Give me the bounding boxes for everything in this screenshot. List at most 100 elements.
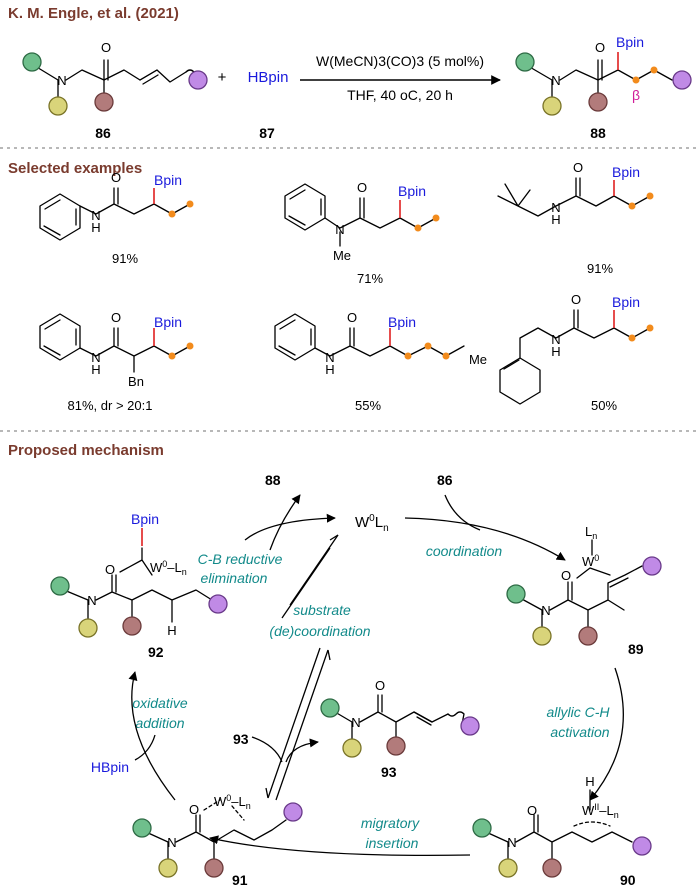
arrow-90-to-91: [209, 835, 471, 857]
mechanism-header: Proposed mechanism: [8, 442, 164, 459]
svg-text:W0–Ln: W0–Ln: [150, 559, 187, 577]
compound-93: O N: [320, 678, 480, 758]
hbpin-reagent: HBpin: [248, 69, 289, 86]
arrow-91-to-92: [128, 671, 176, 801]
svg-text:N: N: [91, 350, 100, 365]
svg-text:H: H: [91, 220, 100, 235]
svg-text:O: O: [571, 292, 581, 307]
label-mech-88: 88: [265, 472, 281, 488]
conditions-solvent: THF, 40 oC, 20 h: [347, 87, 453, 103]
equilibrium-lower-1: [267, 647, 321, 799]
examples-header: Selected examples: [8, 160, 142, 177]
svg-text:O: O: [527, 803, 537, 818]
step-migratory-1: migratory: [361, 815, 420, 831]
example-2: O N Me Bpin: [284, 180, 440, 263]
equilibrium-up: [289, 534, 339, 606]
arrow-89-to-90: [589, 667, 624, 801]
example-5: O N H Me Bpin: [274, 310, 487, 377]
arrow-86-in: [444, 494, 481, 531]
equilibrium-lower-2: [275, 649, 329, 801]
svg-text:Bpin: Bpin: [154, 314, 182, 330]
step-oxidative-2: addition: [135, 715, 184, 731]
label-91: 91: [232, 872, 248, 888]
svg-text:H: H: [585, 774, 594, 789]
svg-text:N: N: [335, 222, 344, 237]
plus-sign: +: [218, 69, 227, 86]
step-coordination: coordination: [426, 543, 502, 559]
label-86: 86: [95, 125, 111, 141]
catalyst-w0ln: W0Ln: [355, 513, 389, 534]
product-88: N O Bpin β: [515, 34, 692, 116]
complex-89: O N Ln W0: [506, 524, 662, 646]
example-4: O N H Bn Bpin: [39, 310, 194, 389]
arrow-hbpin-in: [134, 734, 156, 761]
step-oxidative-1: oxidative: [132, 695, 187, 711]
svg-text:O: O: [189, 802, 199, 817]
arrow-93-in: [251, 736, 283, 763]
label-93: 93: [381, 764, 397, 780]
svg-text:Ln: Ln: [585, 524, 597, 541]
svg-text:H: H: [551, 344, 560, 359]
arrow-to-89: [404, 517, 566, 561]
reference-header: K. M. Engle, et al. (2021): [8, 5, 179, 22]
svg-text:N: N: [541, 603, 550, 618]
svg-text:H: H: [91, 362, 100, 377]
svg-text:N: N: [91, 208, 100, 223]
svg-text:N: N: [551, 332, 560, 347]
svg-text:Bpin: Bpin: [616, 34, 644, 50]
example-1: O H N Bpin: [39, 170, 194, 241]
complex-92: Bpin O N H W0–Ln: [50, 511, 228, 638]
label-mech-86: 86: [437, 472, 453, 488]
svg-text:O: O: [595, 40, 605, 55]
conditions-catalyst: W(MeCN)3(CO)3 (5 mol%): [316, 53, 484, 69]
svg-text:O: O: [357, 180, 367, 195]
svg-text:O: O: [573, 160, 583, 175]
svg-text:H: H: [551, 212, 560, 227]
yield-ex5: 55%: [355, 398, 381, 413]
svg-text:O: O: [347, 310, 357, 325]
svg-text:Bpin: Bpin: [154, 172, 182, 188]
substrate-86: N O: [22, 40, 208, 116]
label-88: 88: [590, 125, 606, 141]
svg-text:H: H: [325, 362, 334, 377]
example-6: O N H Bpin: [499, 292, 654, 405]
svg-text:Bpin: Bpin: [398, 183, 426, 199]
svg-text:N: N: [507, 835, 516, 850]
complex-91: O N W0–Ln: [132, 793, 303, 878]
arrow-92-to-catalyst: [244, 513, 336, 541]
equilibrium-down: [281, 547, 331, 619]
yield-ex4: 81%, dr > 20:1: [68, 398, 153, 413]
label-92: 92: [148, 644, 164, 660]
example-3: O N H Bpin: [497, 160, 654, 227]
yield-ex1: 91%: [112, 251, 138, 266]
arrow-release-88: [269, 494, 301, 551]
svg-text:N: N: [551, 73, 560, 88]
svg-text:O: O: [111, 310, 121, 325]
svg-text:W0–Ln: W0–Ln: [214, 793, 251, 811]
step-substrate-2: (de)coordination: [269, 623, 370, 639]
svg-text:Me: Me: [469, 352, 487, 367]
label-89: 89: [628, 641, 644, 657]
svg-text:Bn: Bn: [128, 374, 144, 389]
svg-text:O: O: [111, 170, 121, 185]
svg-text:Bpin: Bpin: [612, 164, 640, 180]
beta-label: β: [632, 87, 640, 103]
hbpin-mechanism: HBpin: [91, 759, 129, 775]
svg-text:O: O: [561, 568, 571, 583]
yield-ex6: 50%: [591, 398, 617, 413]
step-substrate-1: substrate: [293, 602, 351, 618]
svg-text:Bpin: Bpin: [131, 511, 159, 527]
complex-90: O N H WII–Ln: [472, 774, 652, 878]
svg-text:N: N: [167, 835, 176, 850]
svg-text:N: N: [325, 350, 334, 365]
svg-text:WII–Ln: WII–Ln: [582, 802, 619, 820]
svg-text:W0: W0: [582, 553, 599, 569]
svg-text:Bpin: Bpin: [612, 294, 640, 310]
svg-text:Bpin: Bpin: [388, 314, 416, 330]
label-87: 87: [259, 125, 275, 141]
svg-text:N: N: [57, 73, 66, 88]
yield-ex2: 71%: [357, 271, 383, 286]
svg-text:H: H: [167, 623, 176, 638]
svg-text:N: N: [551, 200, 560, 215]
